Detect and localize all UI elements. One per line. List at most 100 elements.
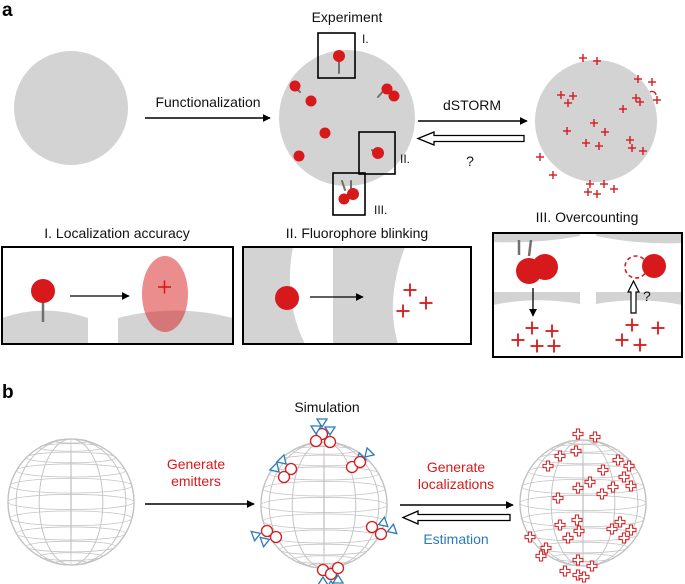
- localization-cross: [554, 450, 566, 462]
- box-III-overcounting: III. Overcounting ?: [492, 209, 683, 358]
- localization-cross: [582, 139, 590, 147]
- localization-cross: [607, 481, 619, 493]
- simulated-emitter: [365, 515, 389, 534]
- localization-cross: [572, 554, 584, 566]
- panel-b: b Simulation Generate emitters Generate …: [2, 382, 647, 584]
- localization-cross: [549, 171, 557, 179]
- localization-cross: [570, 445, 582, 457]
- localization-cross: [573, 525, 585, 537]
- localization-cross: [584, 188, 592, 196]
- localization-cross: [564, 99, 572, 107]
- generate-localizations-label-2: localizations: [418, 476, 494, 492]
- generate-localizations-label-1: Generate: [427, 459, 486, 475]
- localization-cross: [572, 428, 584, 440]
- localization-cross: [610, 185, 618, 193]
- box-I-localization-accuracy: I. Localization accuracy: [1, 225, 234, 345]
- localization-cross: [586, 560, 598, 572]
- bare-sphere: [14, 51, 128, 165]
- box-III-marker-label: III.: [374, 203, 387, 217]
- simulated-localization-crosses: [524, 428, 637, 583]
- simulated-emitter: [353, 446, 376, 469]
- localization-cross: [586, 180, 594, 188]
- box-I-marker: [317, 32, 356, 79]
- emitter-dot: [289, 80, 301, 92]
- functionalized-sphere: I. II. III.: [279, 32, 415, 217]
- estimation-label: Estimation: [423, 531, 488, 547]
- panel-a-letter: a: [2, 0, 13, 21]
- localization-cross: [593, 57, 601, 65]
- localization-cross: [545, 324, 559, 338]
- simulated-emitter: [250, 524, 274, 543]
- simulated-emitter: [374, 522, 398, 541]
- localization-cross: [615, 333, 629, 347]
- localization-cross: [633, 338, 647, 352]
- localization-cross: [552, 492, 564, 504]
- localization-cross: [554, 519, 566, 531]
- localization-cross: [524, 531, 536, 543]
- localization-cross: [547, 339, 561, 353]
- simulated-emitter: [315, 418, 329, 441]
- box-II-fluorophore-blinking: II. Fluorophore blinking: [242, 225, 472, 345]
- localization-cross: [625, 480, 637, 492]
- blinking-crosses: [396, 283, 433, 318]
- simulation-title: Simulation: [294, 399, 359, 415]
- box-II-title: II. Fluorophore blinking: [286, 225, 428, 241]
- emitter-dot: [642, 254, 666, 278]
- localization-cross: [535, 550, 547, 562]
- localization-cross: [557, 91, 565, 99]
- localization-cross: [562, 532, 574, 544]
- simulated-emitter: [331, 561, 345, 584]
- box-I-marker-label: I.: [362, 32, 369, 46]
- localization-cross: [653, 96, 661, 104]
- panel-a: a Experiment Functionalization: [1, 0, 683, 358]
- emitter-dot: [333, 50, 345, 62]
- localization-cross: [596, 488, 608, 500]
- uncertainty-ellipse: [142, 256, 188, 332]
- return-hollow-arrow: [416, 131, 525, 146]
- emitter-dot: [388, 90, 400, 102]
- generate-emitters-label-2: emitters: [171, 473, 221, 489]
- localization-cross: [578, 571, 590, 583]
- localization-cross: [540, 542, 552, 554]
- localization-cross: [542, 460, 554, 472]
- localization-cross: [648, 78, 656, 86]
- box-III-up-hollow-arrow: [627, 279, 640, 314]
- experiment-title: Experiment: [312, 9, 383, 25]
- box-III-title: III. Overcounting: [536, 209, 639, 225]
- emitter-dot: [532, 254, 558, 280]
- localization-cross: [563, 127, 571, 135]
- localization-cross: [618, 532, 630, 544]
- localization-cross: [511, 333, 525, 347]
- simulated-emitter: [309, 425, 323, 448]
- emitter-dot: [275, 286, 299, 310]
- wireframe-sphere-left: [7, 438, 135, 566]
- localization-cross: [634, 75, 642, 83]
- localization-cross: [632, 94, 640, 102]
- estimation-hollow-arrow: [401, 510, 511, 525]
- localization-cross: [623, 460, 635, 472]
- localization-cross: [600, 180, 608, 188]
- localization-cross: [593, 190, 601, 198]
- emitter-dot: [31, 279, 55, 303]
- localization-cross: [636, 98, 644, 106]
- localization-cross: [595, 142, 603, 150]
- localization-cross: [590, 119, 598, 127]
- localization-cross: [572, 482, 584, 494]
- localization-cross: [572, 569, 584, 581]
- panel-b-letter: b: [2, 382, 14, 403]
- localization-cross: [525, 321, 539, 335]
- localization-cross: [606, 523, 618, 535]
- localization-cross: [569, 92, 577, 100]
- localization-cross: [403, 283, 417, 297]
- localization-cross: [536, 153, 544, 161]
- simulated-emitter: [259, 530, 283, 549]
- localization-cross: [614, 516, 626, 528]
- emitter-dot: [338, 193, 350, 205]
- localization-cross: [396, 304, 410, 318]
- localization-cross: [601, 128, 609, 136]
- localization-cross: [625, 524, 637, 536]
- box-III-marker: [332, 172, 366, 216]
- emitter-dot: [305, 95, 317, 107]
- localization-cross: [619, 105, 627, 113]
- localization-cross: [571, 514, 583, 526]
